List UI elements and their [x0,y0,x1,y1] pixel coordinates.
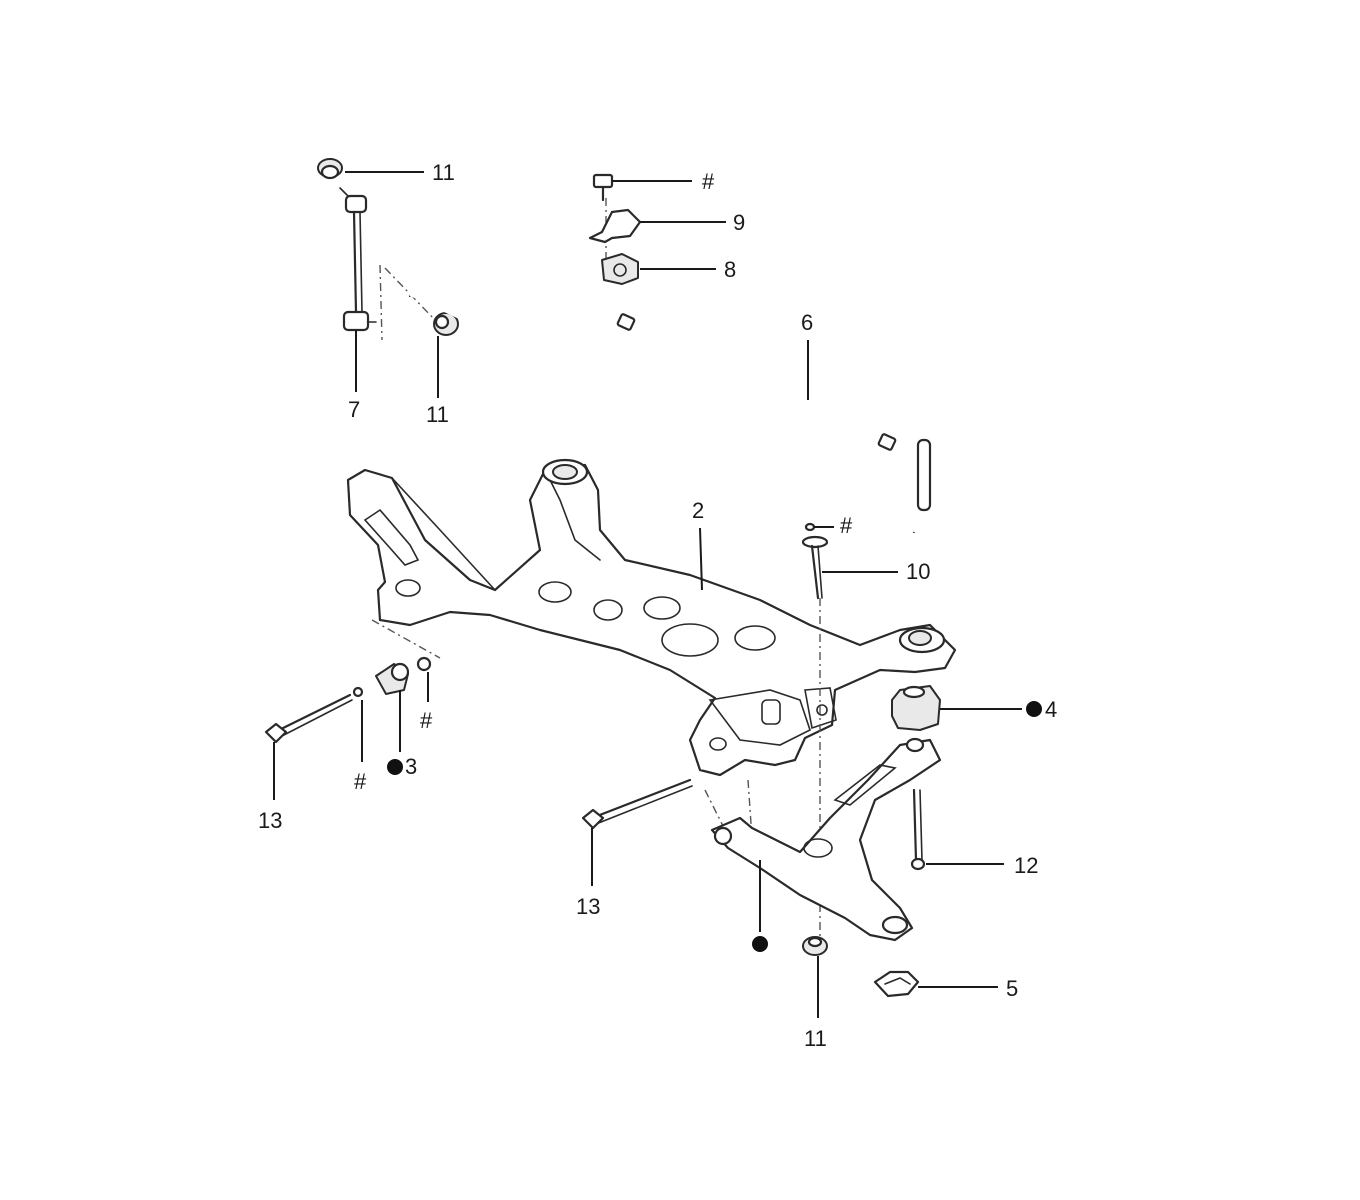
callout-10: 10 [906,559,930,584]
marker-dot-4 [1026,701,1042,717]
callout-12: 12 [1014,853,1038,878]
callout-hash-10: # [840,513,853,538]
bush-3-and-bolt-13-left [264,656,432,744]
stabilizer-link-assembly [317,158,383,341]
callout-13-left: 13 [258,808,282,833]
callout-6: 6 [801,310,813,335]
leader-lines [273,171,1022,1018]
bushing-11-bottom-and-clip-5 [802,936,920,998]
callout-hash-right-bush: # [420,708,433,733]
callout-5: 5 [1006,976,1018,1001]
lower-control-arm [710,737,942,942]
bolt-10 [801,522,829,955]
callout-7: 7 [348,397,360,422]
marker-dot-3 [387,759,403,775]
callout-11-top: 11 [432,160,455,185]
bush-4 [891,685,941,731]
callout-2: 2 [692,498,704,523]
callout-11-bottom: 11 [804,1026,827,1051]
callout-hash-bolt-top: # [702,169,715,194]
callout-8: 8 [724,257,736,282]
callout-hash-left-bush: # [354,769,367,794]
callout-11-mid: 11 [426,402,449,427]
callout-4: 4 [1045,697,1057,722]
callout-3: 3 [405,754,417,779]
marker-dot-lower-arm [752,936,768,952]
stabilizer-bar [408,262,932,534]
front-subframe [346,458,957,777]
callout-9: 9 [733,210,745,235]
clamp-and-bushing-assembly [588,173,642,285]
callout-13-mid: 13 [576,894,600,919]
